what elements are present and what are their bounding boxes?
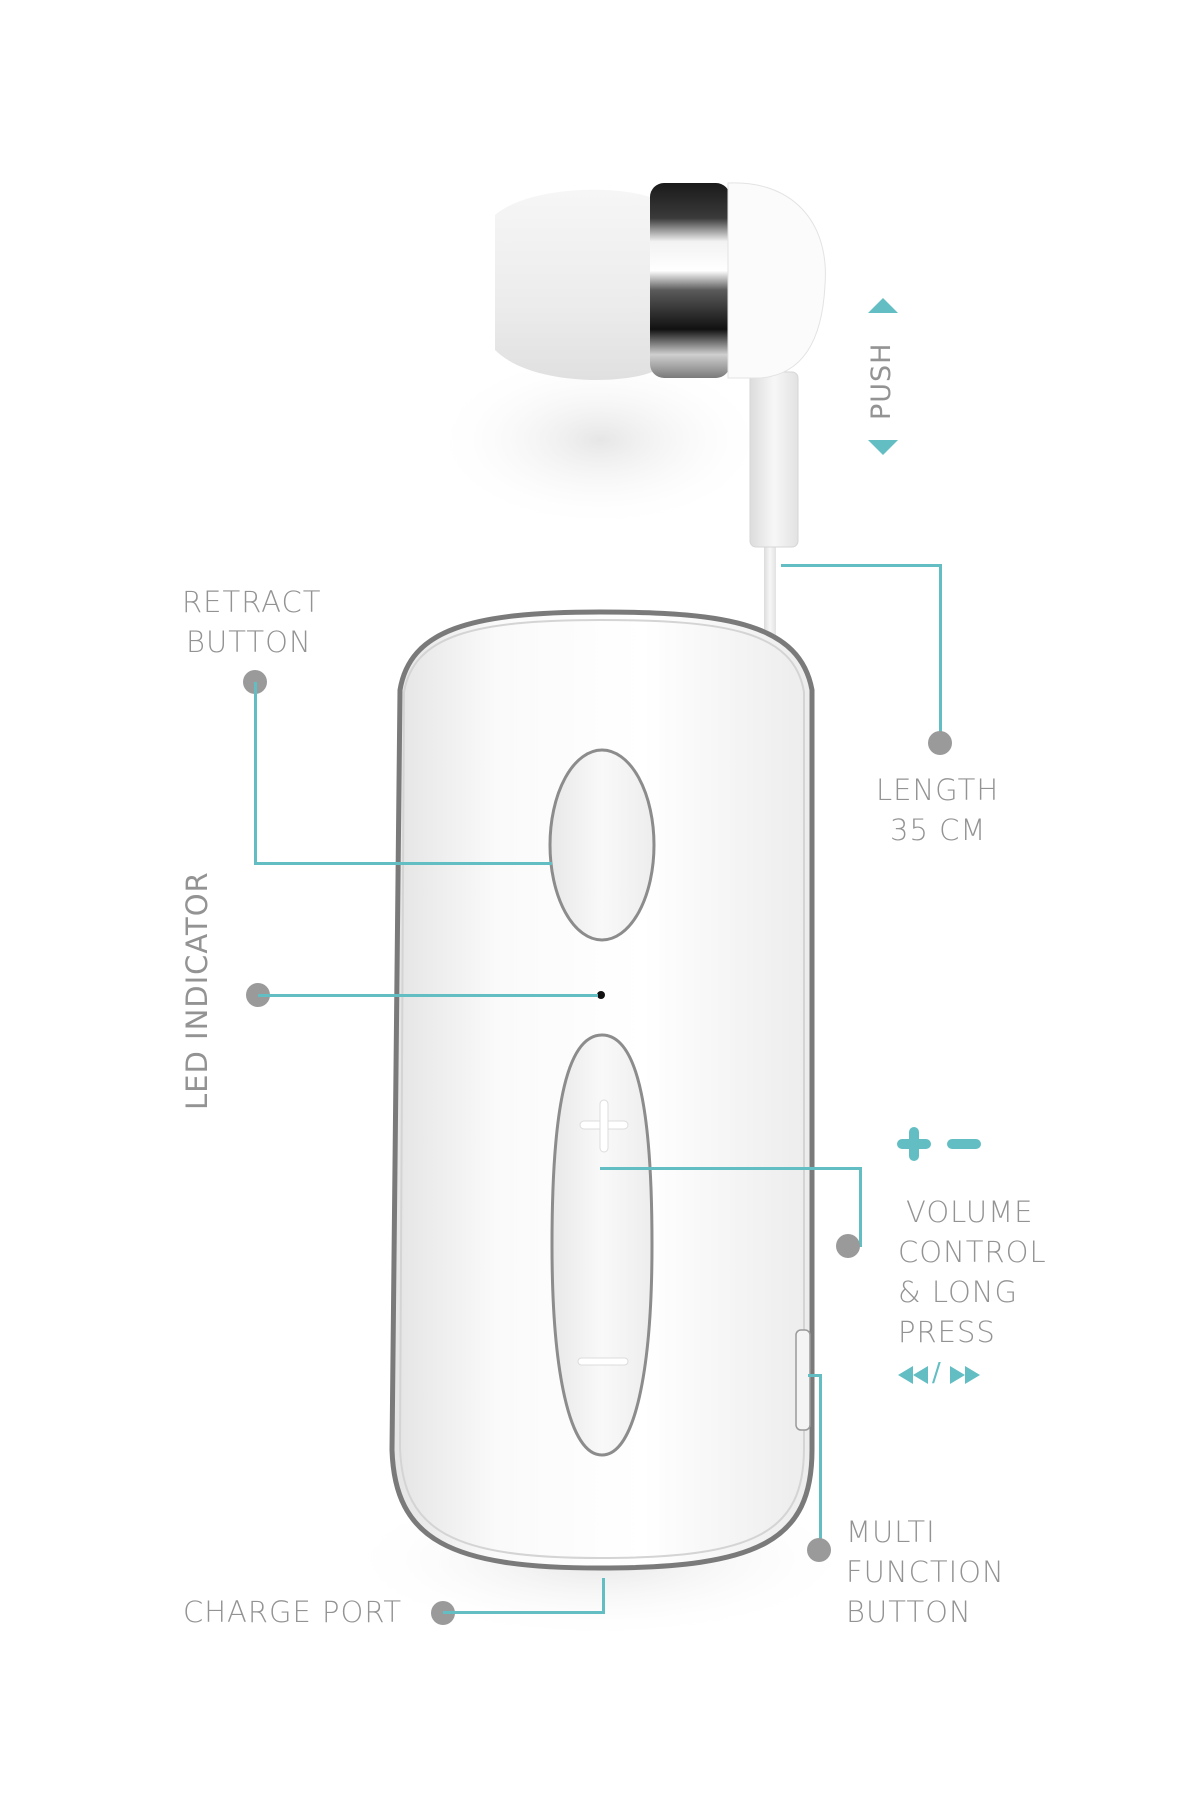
length-callout-line-v bbox=[939, 564, 942, 742]
volume-callout-dot bbox=[836, 1234, 860, 1258]
volume-callout-line-v bbox=[859, 1167, 862, 1247]
length-callout-line-h bbox=[781, 564, 942, 567]
fast-forward-icon bbox=[950, 1366, 980, 1384]
multi-callout-line-h bbox=[808, 1374, 822, 1377]
retract-button-label: RETRACT BUTTON bbox=[182, 585, 322, 659]
charge-callout-line-v bbox=[602, 1578, 605, 1614]
retract-callout-line-v bbox=[254, 682, 257, 864]
volume-callout-line-h bbox=[600, 1167, 862, 1170]
rewind-icon bbox=[898, 1366, 928, 1384]
plus-icon bbox=[897, 1127, 931, 1161]
arrow-down-icon bbox=[868, 440, 898, 455]
arrow-up-icon bbox=[868, 298, 898, 313]
length-label: LENGTH 35 CM bbox=[876, 773, 1000, 847]
led-callout-line bbox=[258, 994, 598, 997]
charge-port-label: CHARGE PORT bbox=[183, 1595, 403, 1629]
multi-function-button-label: MULTI FUNCTION BUTTON bbox=[846, 1515, 1005, 1629]
led-indicator-label: LED INDICATOR bbox=[180, 871, 214, 1110]
retract-callout-line-h bbox=[254, 862, 552, 865]
multi-callout-dot bbox=[807, 1538, 831, 1562]
slash-separator: / bbox=[932, 1358, 941, 1388]
length-callout-dot bbox=[928, 731, 952, 755]
multi-callout-line-v bbox=[819, 1374, 822, 1540]
minus-icon bbox=[947, 1139, 981, 1149]
push-label: PUSH bbox=[866, 342, 897, 421]
volume-control-label: VOLUME CONTROL & LONG PRESS bbox=[898, 1195, 1047, 1349]
charge-callout-line-h bbox=[443, 1611, 605, 1614]
